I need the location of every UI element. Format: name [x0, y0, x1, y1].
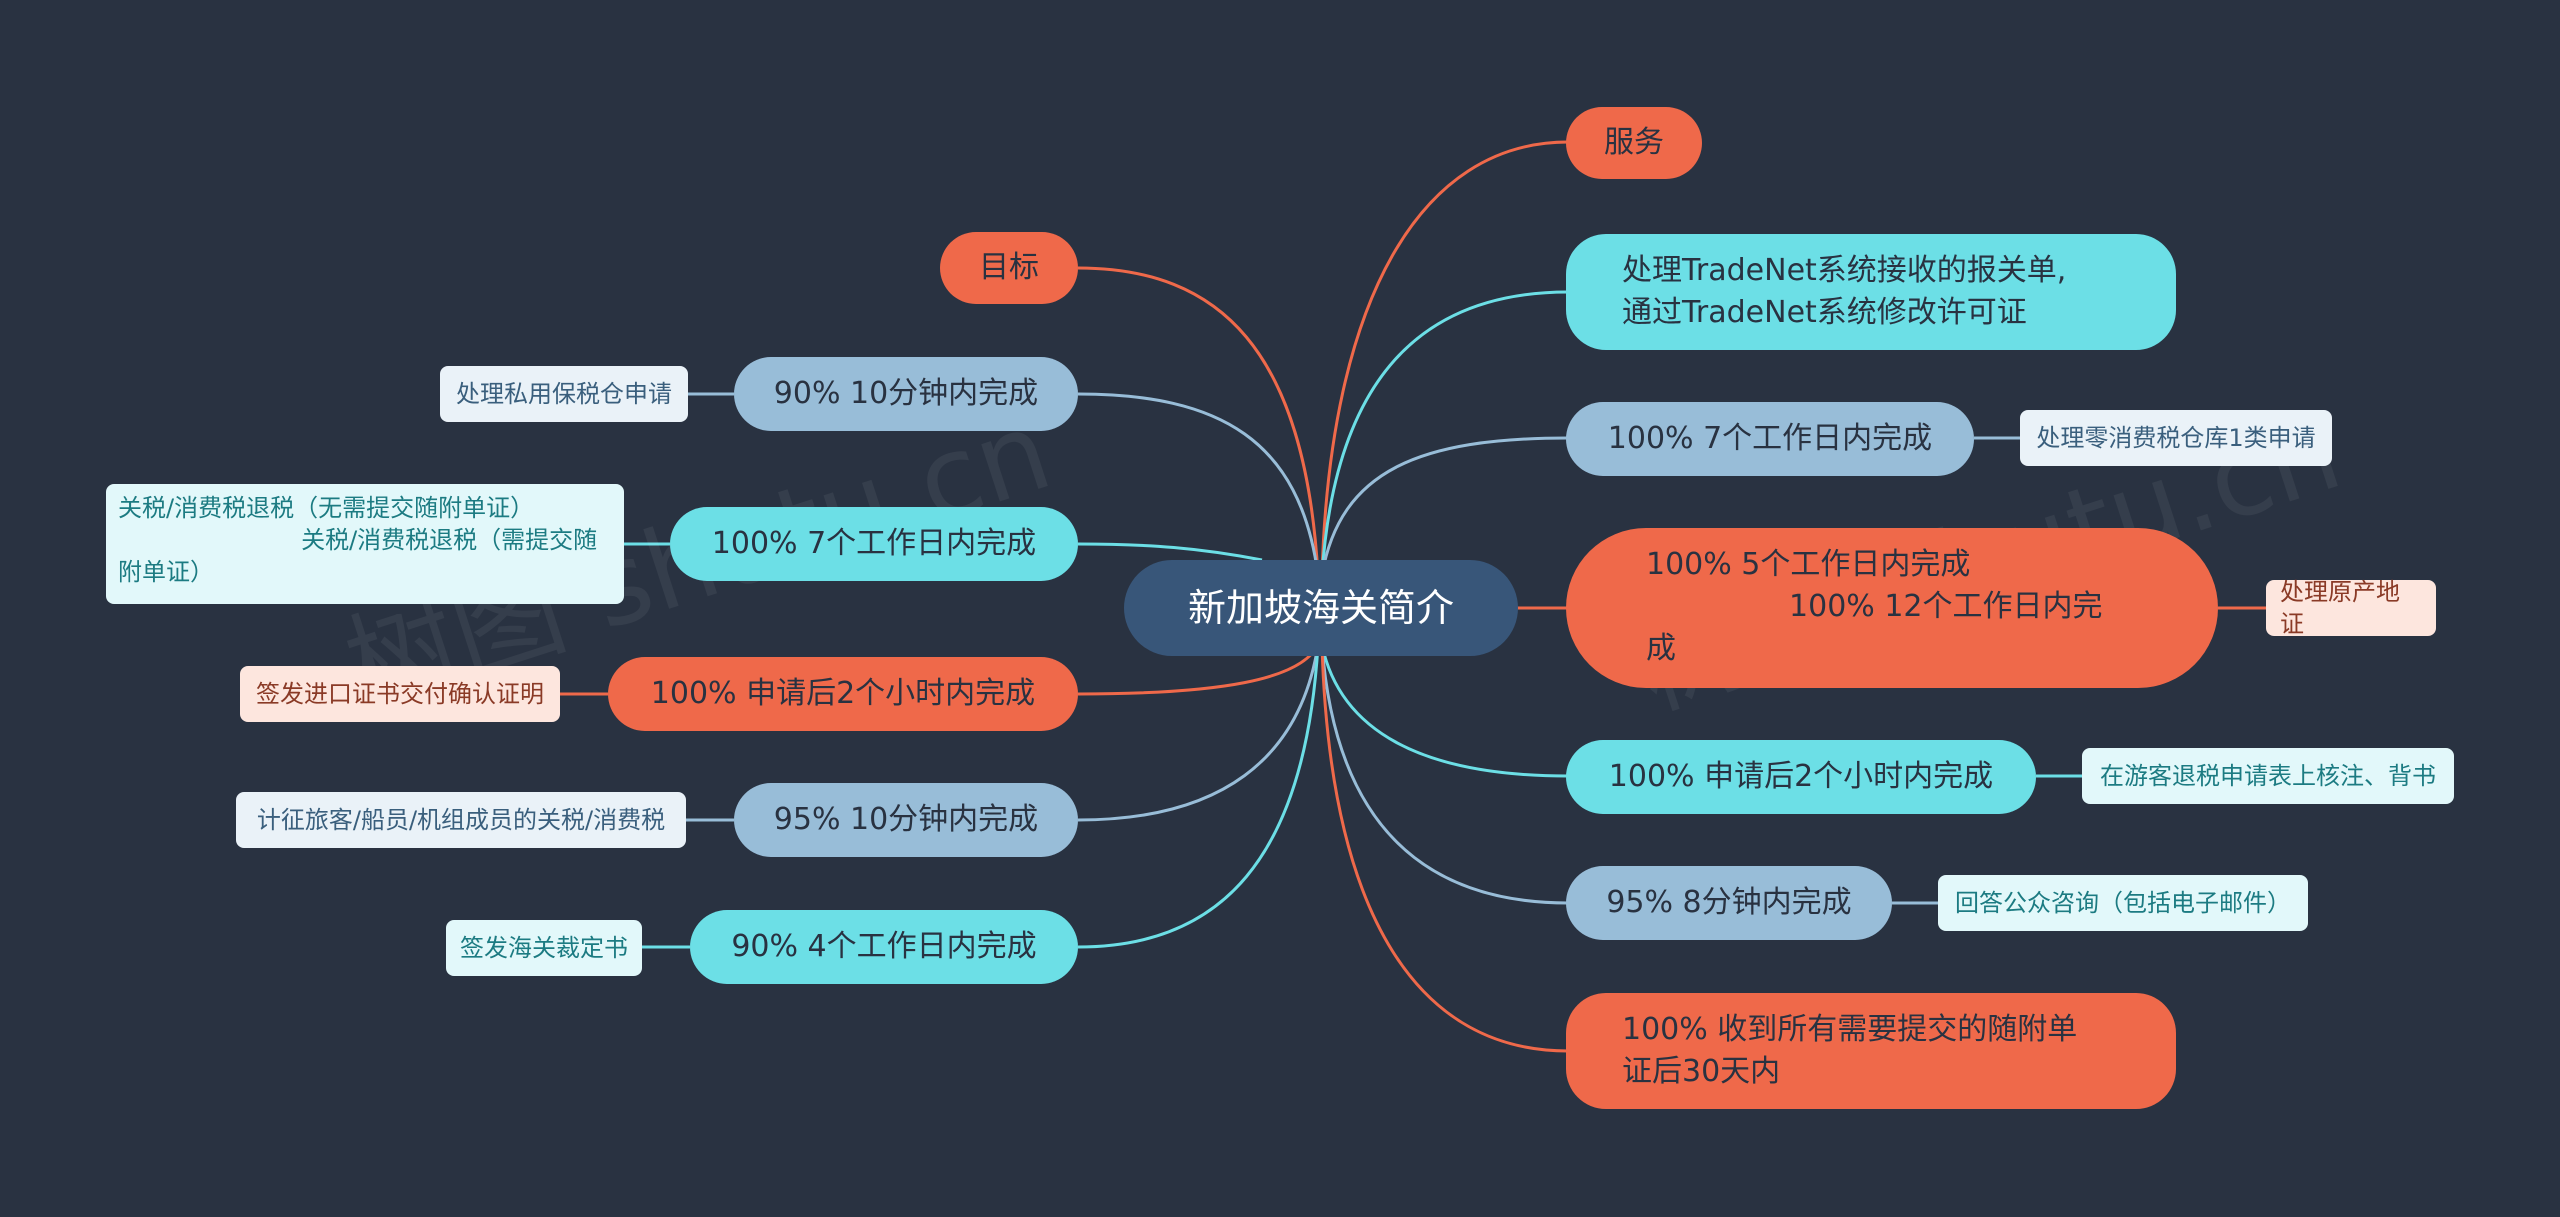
left-branch-10-minutes-95[interactable]: 95% 10分钟内完成: [734, 783, 1078, 857]
connector-left-4: [1077, 644, 1320, 822]
left-branch-goals[interactable]: 目标: [940, 232, 1078, 304]
right-branch-5-12-days[interactable]: 100% 5个工作日内完成 100% 12个工作日内完 成: [1566, 528, 2218, 688]
right-leaf-public-enquiries[interactable]: 回答公众咨询（包括电子邮件）: [1938, 875, 2308, 931]
connector-left-3: [1077, 644, 1320, 696]
right-branch-30-days[interactable]: 100% 收到所有需要提交的随附单 证后30天内: [1566, 993, 2176, 1109]
left-leaf-duty-refund[interactable]: 关税/消费税退税（无需提交随附单证） 关税/消费税退税（需提交随 附单证）: [106, 484, 624, 604]
connector-left-5: [1077, 644, 1320, 949]
connector-right-0: [1320, 140, 1569, 576]
left-leaf-import-certificate[interactable]: 签发进口证书交付确认证明: [240, 666, 560, 722]
left-branch-7-days[interactable]: 100% 7个工作日内完成: [670, 507, 1078, 581]
left-branch-4-days[interactable]: 90% 4个工作日内完成: [690, 910, 1078, 984]
connector-right-6: [1320, 644, 1569, 1053]
right-leaf-tourist-refund[interactable]: 在游客退税申请表上核注、背书: [2082, 748, 2454, 804]
left-leaf-customs-ruling[interactable]: 签发海关裁定书: [446, 920, 642, 976]
right-branch-2-hours[interactable]: 100% 申请后2个小时内完成: [1566, 740, 2036, 814]
connector-right-2: [1320, 436, 1569, 576]
connector-left-2: [1077, 542, 1263, 562]
left-branch-10-minutes-90[interactable]: 90% 10分钟内完成: [734, 357, 1078, 431]
left-branch-2-hours[interactable]: 100% 申请后2个小时内完成: [608, 657, 1078, 731]
left-leaf-bonded-warehouse[interactable]: 处理私用保税仓申请: [440, 366, 688, 422]
central-topic[interactable]: 新加坡海关简介: [1124, 560, 1518, 656]
connector-right-4: [1320, 644, 1569, 778]
left-leaf-traveler-duty[interactable]: 计征旅客/船员/机组成员的关税/消费税: [236, 792, 686, 848]
connector-right-5: [1320, 644, 1569, 905]
right-branch-service[interactable]: 服务: [1566, 107, 1702, 179]
right-branch-8-minutes[interactable]: 95% 8分钟内完成: [1566, 866, 1892, 940]
right-leaf-certificate-of-origin[interactable]: 处理原产地证: [2266, 578, 2436, 638]
right-branch-tradenet[interactable]: 处理TradeNet系统接收的报关单, 通过TradeNet系统修改许可证: [1566, 234, 2176, 350]
connector-right-1: [1320, 290, 1569, 576]
connector-left-0: [1077, 266, 1320, 576]
connector-left-1: [1077, 392, 1320, 576]
right-branch-7-days[interactable]: 100% 7个工作日内完成: [1566, 402, 1974, 476]
right-leaf-zero-gst-warehouse[interactable]: 处理零消费税仓库1类申请: [2020, 410, 2332, 466]
